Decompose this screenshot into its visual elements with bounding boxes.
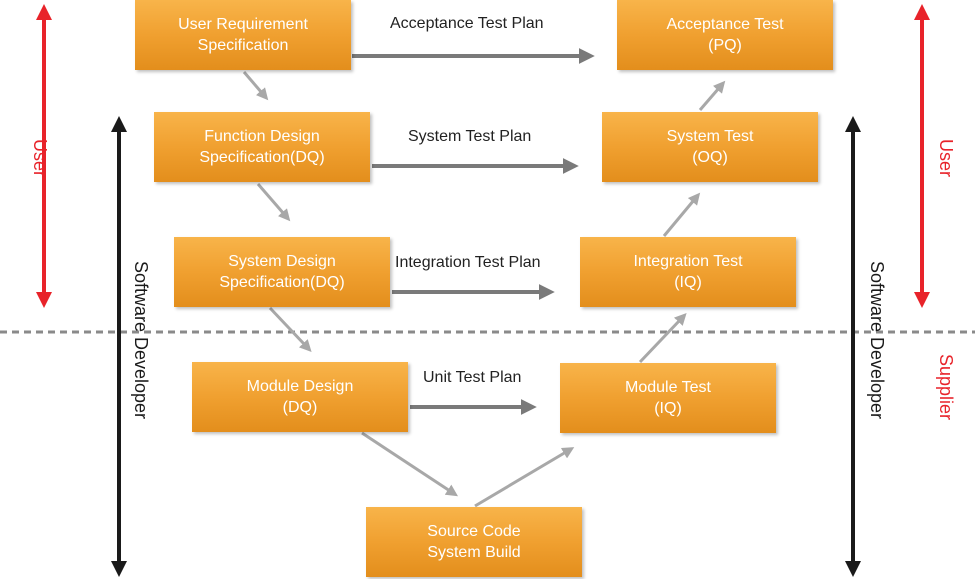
flow-arrow-it-st — [662, 192, 701, 237]
box-line: System Build — [427, 544, 521, 561]
box-source-code-system-build: Source Code System Build — [366, 507, 582, 577]
box-line: Module Design — [246, 378, 354, 395]
box-acceptance-test: Acceptance Test (PQ) — [617, 0, 833, 70]
system-test-plan-label: System Test Plan — [408, 128, 532, 145]
flow-arrow-scb-mt — [474, 447, 575, 508]
flow-arrow-urs-fds — [242, 71, 269, 101]
flow-arrow-fds-sds — [256, 183, 291, 222]
box-line: (DQ) — [282, 399, 318, 416]
box-line: (OQ) — [692, 149, 728, 166]
developer-left-label: Software Developer — [131, 260, 151, 420]
box-integration-test: Integration Test (IQ) — [580, 237, 796, 307]
box-line: System Test — [666, 128, 754, 145]
box-line: (PQ) — [708, 37, 742, 54]
user-right-label: User — [936, 138, 956, 177]
box-line: Specification(DQ) — [199, 149, 325, 166]
box-line: Acceptance Test — [666, 16, 784, 33]
box-function-design-specification: Function Design Specification(DQ) — [154, 112, 370, 182]
box-user-requirement-specification: User Requirement Specification — [135, 0, 351, 70]
box-line: Specification — [197, 37, 289, 54]
box-system-test: System Test (OQ) — [602, 112, 818, 182]
box-system-design-specification: System Design Specification(DQ) — [174, 237, 390, 307]
integration-test-plan-label: Integration Test Plan — [395, 254, 541, 271]
box-module-test: Module Test (IQ) — [560, 363, 776, 433]
flow-arrow-st-at — [698, 80, 726, 111]
box-module-design: Module Design (DQ) — [192, 362, 408, 432]
box-line: Module Test — [625, 379, 711, 396]
box-line: User Requirement — [178, 16, 308, 33]
unit-test-plan-label: Unit Test Plan — [423, 369, 522, 386]
supplier-label: Supplier — [936, 353, 956, 421]
developer-right-label: Software Developer — [867, 260, 887, 420]
flow-arrow-md-scb — [361, 431, 459, 497]
user-left-label: User — [30, 138, 50, 177]
box-line: Source Code — [427, 523, 521, 540]
box-line: (IQ) — [674, 274, 702, 291]
box-line: Function Design — [204, 128, 320, 145]
box-line: System Design — [228, 253, 336, 270]
box-line: Specification(DQ) — [219, 274, 345, 291]
box-line: (IQ) — [654, 400, 682, 417]
acceptance-test-plan-label: Acceptance Test Plan — [390, 15, 544, 32]
flow-arrow-sds-md — [268, 306, 312, 352]
box-line: Integration Test — [633, 253, 743, 270]
flow-arrow-mt-it — [638, 313, 687, 364]
